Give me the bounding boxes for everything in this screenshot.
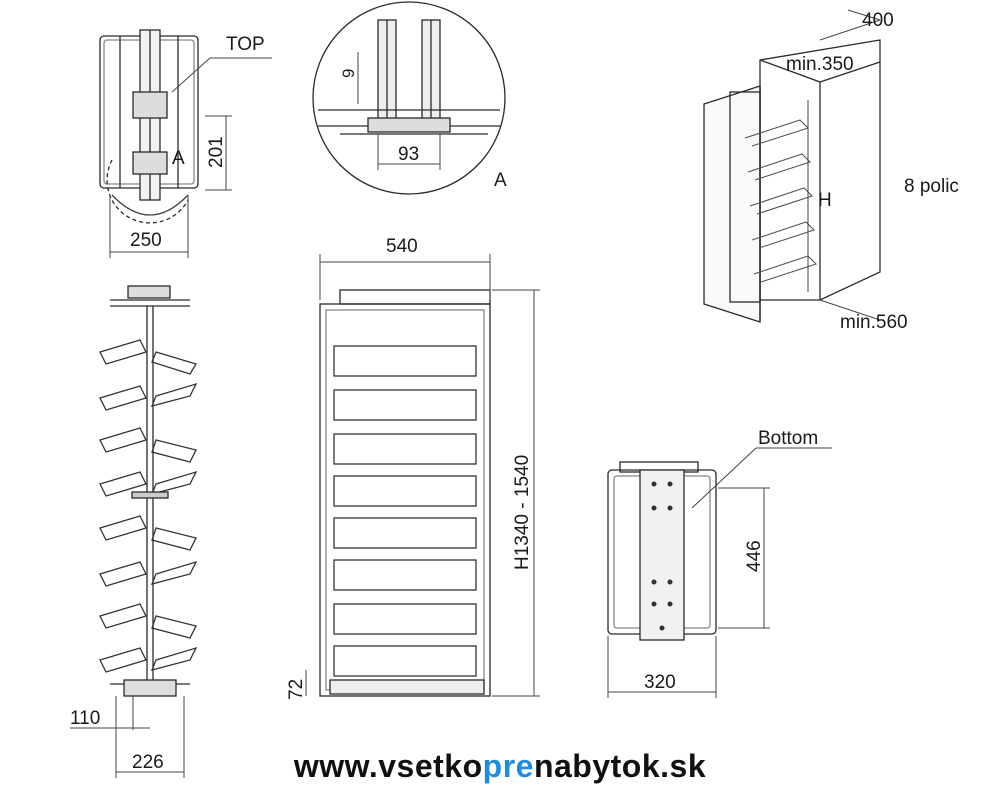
dim-446: 446 xyxy=(744,540,765,572)
dim-9: 9 xyxy=(339,69,358,78)
dim-201: 201 xyxy=(206,136,227,168)
dim-540: 540 xyxy=(386,236,418,257)
top-view xyxy=(99,29,272,258)
dim-72: 72 xyxy=(286,679,307,700)
url-part-3: nabytok.sk xyxy=(533,748,707,784)
url-part-1: www.vsetko xyxy=(293,748,483,784)
dim-93: 93 xyxy=(398,144,419,165)
dim-250: 250 xyxy=(130,230,162,251)
front-view xyxy=(305,254,540,697)
shelves-count: 8 polic xyxy=(904,176,959,197)
dim-110: 110 xyxy=(70,708,100,729)
height-range: H1340 - 1540 xyxy=(512,455,533,570)
bottom-view xyxy=(607,447,832,698)
label-bottom: Bottom xyxy=(758,428,818,449)
detail-label-a: A xyxy=(494,170,507,191)
detail-mark-a: A xyxy=(172,148,185,169)
url-part-2: pre xyxy=(482,748,534,784)
dim-226: 226 xyxy=(132,752,164,773)
website-url[interactable]: www.vsetkoprenabytok.sk xyxy=(0,748,1000,785)
dim-320: 320 xyxy=(644,672,676,693)
detail-a xyxy=(312,1,506,195)
min-560: min.560 xyxy=(840,312,908,333)
label-top: TOP xyxy=(226,34,265,55)
label-h: H xyxy=(818,190,832,211)
isometric-cabinet xyxy=(703,9,881,323)
side-rotating-view xyxy=(70,285,198,778)
dim-400: 400 xyxy=(862,10,894,31)
min-350: min.350 xyxy=(786,54,854,75)
